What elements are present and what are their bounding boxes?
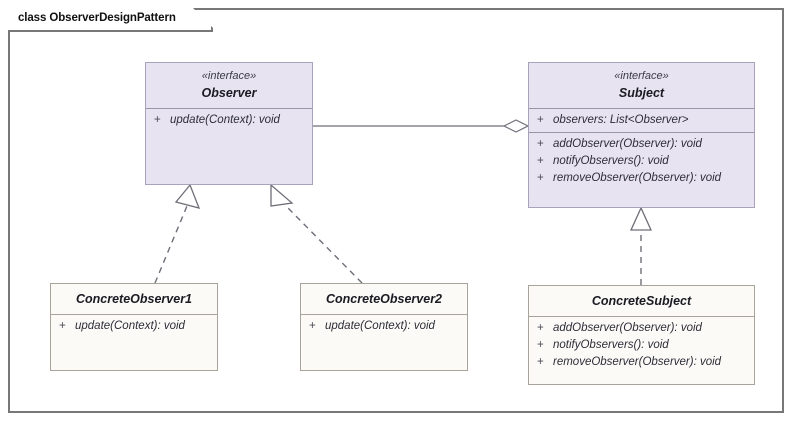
visibility-marker: + (309, 320, 316, 332)
visibility-marker: + (537, 138, 544, 150)
operation-row: + update(Context): void (51, 318, 217, 335)
attribute-label: observers: List<Observer> (553, 114, 689, 126)
attribute-row: + observers: List<Observer> (529, 112, 754, 129)
visibility-marker: + (537, 322, 544, 334)
operation-label: notifyObservers(): void (553, 339, 669, 351)
operations-compartment-concrete-subject: + addObserver(Observer): void + notifyOb… (529, 316, 754, 374)
class-box-concrete-subject[interactable]: ConcreteSubject + addObserver(Observer):… (528, 285, 755, 385)
visibility-marker: + (537, 155, 544, 167)
operation-row: + notifyObservers(): void (529, 153, 754, 170)
class-name-label: ConcreteObserver2 (325, 292, 443, 306)
visibility-marker: + (59, 320, 66, 332)
operation-row: + addObserver(Observer): void (529, 320, 754, 337)
class-name-label: Observer (201, 86, 257, 100)
operation-row: + notifyObservers(): void (529, 337, 754, 354)
class-header-concrete-observer2: ConcreteObserver2 (301, 284, 467, 314)
visibility-marker: + (537, 114, 544, 126)
operation-label: addObserver(Observer): void (553, 138, 702, 150)
diagram-frame-tab: class ObserverDesignPattern (8, 8, 213, 32)
class-name-label: ConcreteObserver1 (75, 292, 193, 306)
stereotype-label: «interface» (201, 70, 257, 82)
class-header-observer: «interface» Observer (146, 63, 312, 108)
operation-row: + update(Context): void (301, 318, 467, 335)
class-box-concrete-observer1[interactable]: ConcreteObserver1 + update(Context): voi… (50, 283, 218, 371)
operation-label: notifyObservers(): void (553, 155, 669, 167)
visibility-marker: + (537, 172, 544, 184)
class-header-concrete-subject: ConcreteSubject (529, 286, 754, 316)
operations-compartment-subject: + addObserver(Observer): void + notifyOb… (529, 132, 754, 190)
operation-row: + addObserver(Observer): void (529, 136, 754, 153)
operations-compartment-observer: + update(Context): void (146, 108, 312, 132)
visibility-marker: + (537, 339, 544, 351)
class-box-subject[interactable]: «interface» Subject + observers: List<Ob… (528, 62, 755, 208)
class-box-concrete-observer2[interactable]: ConcreteObserver2 + update(Context): voi… (300, 283, 468, 371)
class-header-concrete-observer1: ConcreteObserver1 (51, 284, 217, 314)
class-box-observer[interactable]: «interface» Observer + update(Context): … (145, 62, 313, 185)
operation-row: + removeObserver(Observer): void (529, 354, 754, 371)
operation-row: + removeObserver(Observer): void (529, 170, 754, 187)
operation-row: + update(Context): void (146, 112, 312, 129)
visibility-marker: + (537, 356, 544, 368)
operations-compartment-concrete-observer2: + update(Context): void (301, 314, 467, 338)
attributes-compartment-subject: + observers: List<Observer> (529, 108, 754, 132)
class-header-subject: «interface» Subject (529, 63, 754, 108)
operation-label: addObserver(Observer): void (553, 322, 702, 334)
diagram-title: class ObserverDesignPattern (18, 12, 176, 24)
operations-compartment-concrete-observer1: + update(Context): void (51, 314, 217, 338)
operation-label: removeObserver(Observer): void (553, 172, 722, 184)
class-name-label: ConcreteSubject (591, 294, 692, 308)
operation-label: update(Context): void (325, 320, 435, 332)
operation-label: update(Context): void (170, 114, 280, 126)
visibility-marker: + (154, 114, 161, 126)
operation-label: update(Context): void (75, 320, 185, 332)
class-name-label: Subject (618, 86, 665, 100)
operation-label: removeObserver(Observer): void (553, 356, 722, 368)
stereotype-label: «interface» (614, 70, 669, 82)
